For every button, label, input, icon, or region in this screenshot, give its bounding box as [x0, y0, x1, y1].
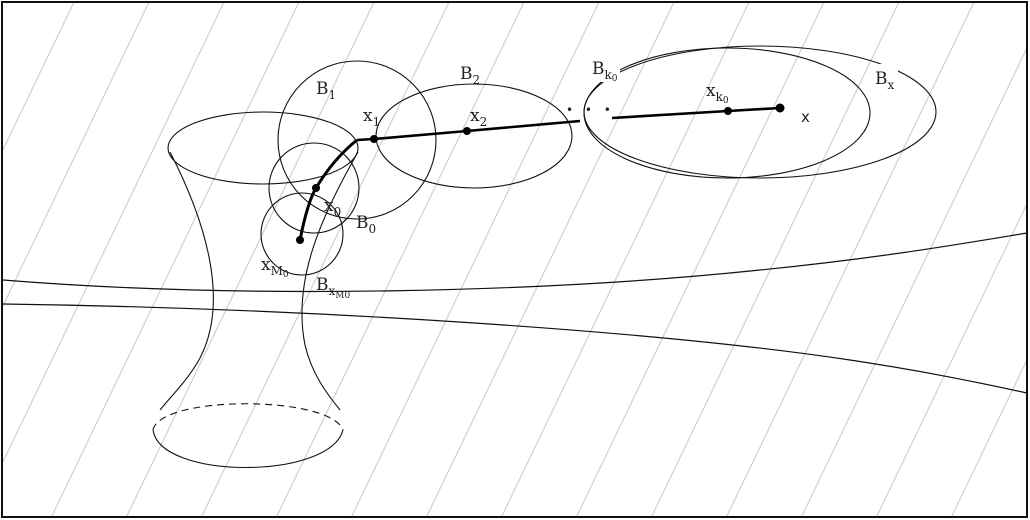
label-Bk0: Bk0 — [592, 59, 618, 84]
label-x: x — [801, 108, 810, 126]
hatch-line — [275, 3, 525, 517]
ball-B1 — [277, 60, 437, 220]
label-xk0: xk0 — [706, 81, 729, 106]
hyperboloid-bottom-back — [152, 403, 344, 431]
hyperboloid-bottom-front — [152, 429, 344, 468]
hatch-line — [350, 3, 600, 517]
label-gap-Bk0 — [590, 58, 620, 82]
label-BxM0: BxM0 — [316, 275, 351, 301]
hatch-line — [875, 202, 1027, 517]
point-xk0 — [724, 107, 732, 115]
path-curve-segment — [298, 138, 358, 241]
hyperboloid-right-wall — [301, 151, 359, 411]
label-B2: B2 — [460, 64, 480, 87]
ball-B0 — [268, 142, 360, 234]
label-x2: x2 — [470, 106, 487, 129]
hyperboloid-left-wall — [159, 151, 214, 411]
point-x0 — [312, 184, 320, 192]
ball-BxM0 — [260, 192, 344, 276]
label-x1: x1 — [363, 106, 380, 129]
hatch-line — [950, 358, 1027, 517]
path-straight-segment — [356, 119, 581, 142]
point-x2 — [463, 127, 471, 135]
hatch-line — [3, 3, 150, 307]
hatch-line — [200, 3, 450, 517]
point-x1 — [370, 135, 378, 143]
hatch-line — [800, 46, 1027, 517]
hatch-line — [425, 3, 675, 517]
hyperboloid-top-ellipse — [167, 111, 359, 185]
label-gap-Bx — [876, 64, 898, 86]
ball-Bx — [583, 45, 937, 179]
hatch-line — [575, 3, 825, 517]
hatch-line — [3, 3, 225, 463]
hatch-line — [50, 3, 300, 517]
path-final-segment — [611, 106, 781, 120]
hatch-line — [500, 3, 750, 517]
hatch-line — [125, 3, 375, 517]
label-B0: B0 — [356, 213, 376, 236]
ellipsis-dots: • • • — [566, 103, 615, 117]
label-x0: x0 — [324, 196, 341, 219]
label-Bx: Bx — [875, 69, 895, 92]
hatch-line — [3, 3, 75, 151]
hyperboloid — [152, 111, 359, 468]
label-xM0: xM0 — [261, 255, 289, 280]
point-xM0 — [296, 236, 304, 244]
surface-curve-lower — [2, 303, 1028, 394]
label-B1: B1 — [316, 79, 336, 102]
hatch-line — [650, 3, 900, 517]
surface-curve-upper — [2, 232, 1028, 293]
point-x — [775, 103, 785, 113]
